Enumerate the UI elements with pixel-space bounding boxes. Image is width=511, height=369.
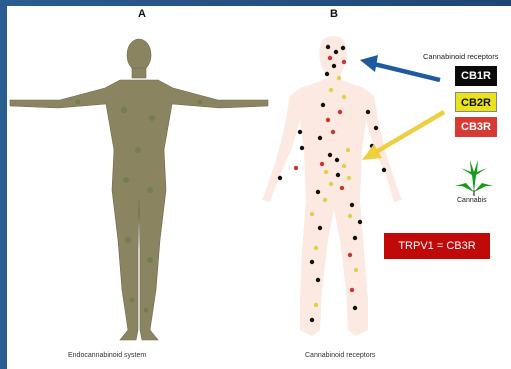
cb3r-legend-box: CB3R xyxy=(455,117,497,137)
body-silhouette xyxy=(262,36,402,336)
panel-b-label: B xyxy=(330,8,338,20)
legend-title: Cannabinoid receptors xyxy=(423,52,498,61)
human-model-figure xyxy=(10,39,268,340)
cb2r-legend-box: CB2R xyxy=(455,92,497,112)
panel-a-label: A xyxy=(138,8,146,20)
panel-b-caption: Cannabinoid receptors xyxy=(305,352,375,359)
trpv1-note-box: TRPV1 = CB3R xyxy=(384,233,490,259)
panel-a-caption: Endocannabinoid system xyxy=(68,352,146,359)
cannabis-label: Cannabis xyxy=(457,197,487,204)
cannabis-leaf-icon xyxy=(455,160,493,196)
cb1r-legend-box: CB1R xyxy=(455,66,497,86)
